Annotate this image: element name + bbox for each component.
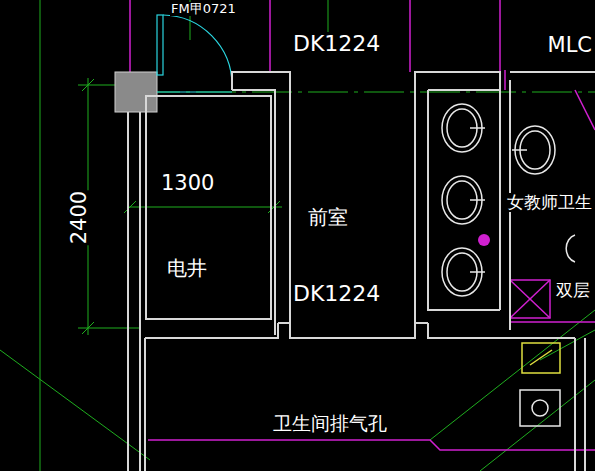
door-tag: DK1224	[292, 282, 381, 306]
room-name: 双层	[555, 281, 591, 300]
dimension: 1300	[160, 172, 215, 195]
window-tag: MLC	[547, 34, 593, 57]
room-name: 前室	[308, 206, 348, 228]
door-tag: DK1224	[292, 32, 381, 56]
room-name: 电井	[167, 257, 207, 279]
room: 电井	[145, 95, 272, 320]
note: 卫生间排气孔	[272, 413, 388, 434]
room-name: 女教师卫生	[506, 193, 593, 212]
door-tag: FM甲0721	[170, 2, 237, 16]
dimension: 2400	[68, 190, 91, 245]
